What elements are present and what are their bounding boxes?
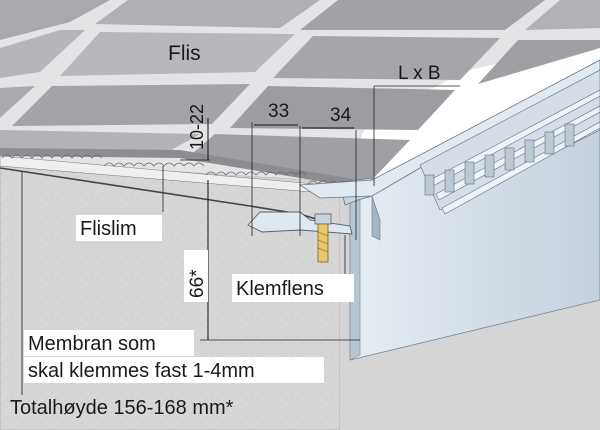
dimension-10-22-label: 10-22 — [187, 104, 207, 150]
dimension-33-label: 33 — [268, 101, 289, 122]
membrane-label-bg-2 — [24, 357, 324, 383]
clamp-flange-label-bg — [232, 274, 354, 302]
tile-edge — [0, 148, 360, 188]
dim-66-label-bg — [184, 250, 208, 302]
drain-grating — [419, 69, 600, 215]
dimension-34-label: 34 — [330, 105, 352, 126]
membrane-label-bg-1 — [24, 330, 194, 356]
dimension-lb-label: L x B — [398, 63, 441, 84]
tile-adhesive-label: Flislim — [80, 218, 137, 240]
drain-frame — [298, 59, 600, 241]
tile-label: Flis — [168, 42, 201, 65]
membrane-label-line2: skal klemmes fast 1-4mm — [28, 360, 255, 382]
total-height-label: Totalhøyde 156-168 mm* — [10, 397, 234, 419]
tile-surface — [0, 0, 600, 182]
membrane-label-line1: Membran som — [28, 333, 156, 355]
dimension-66-label: 66* — [187, 269, 208, 298]
tile-adhesive-label-bg — [76, 215, 162, 241]
clamp-flange-label: Klemflens — [236, 278, 324, 300]
